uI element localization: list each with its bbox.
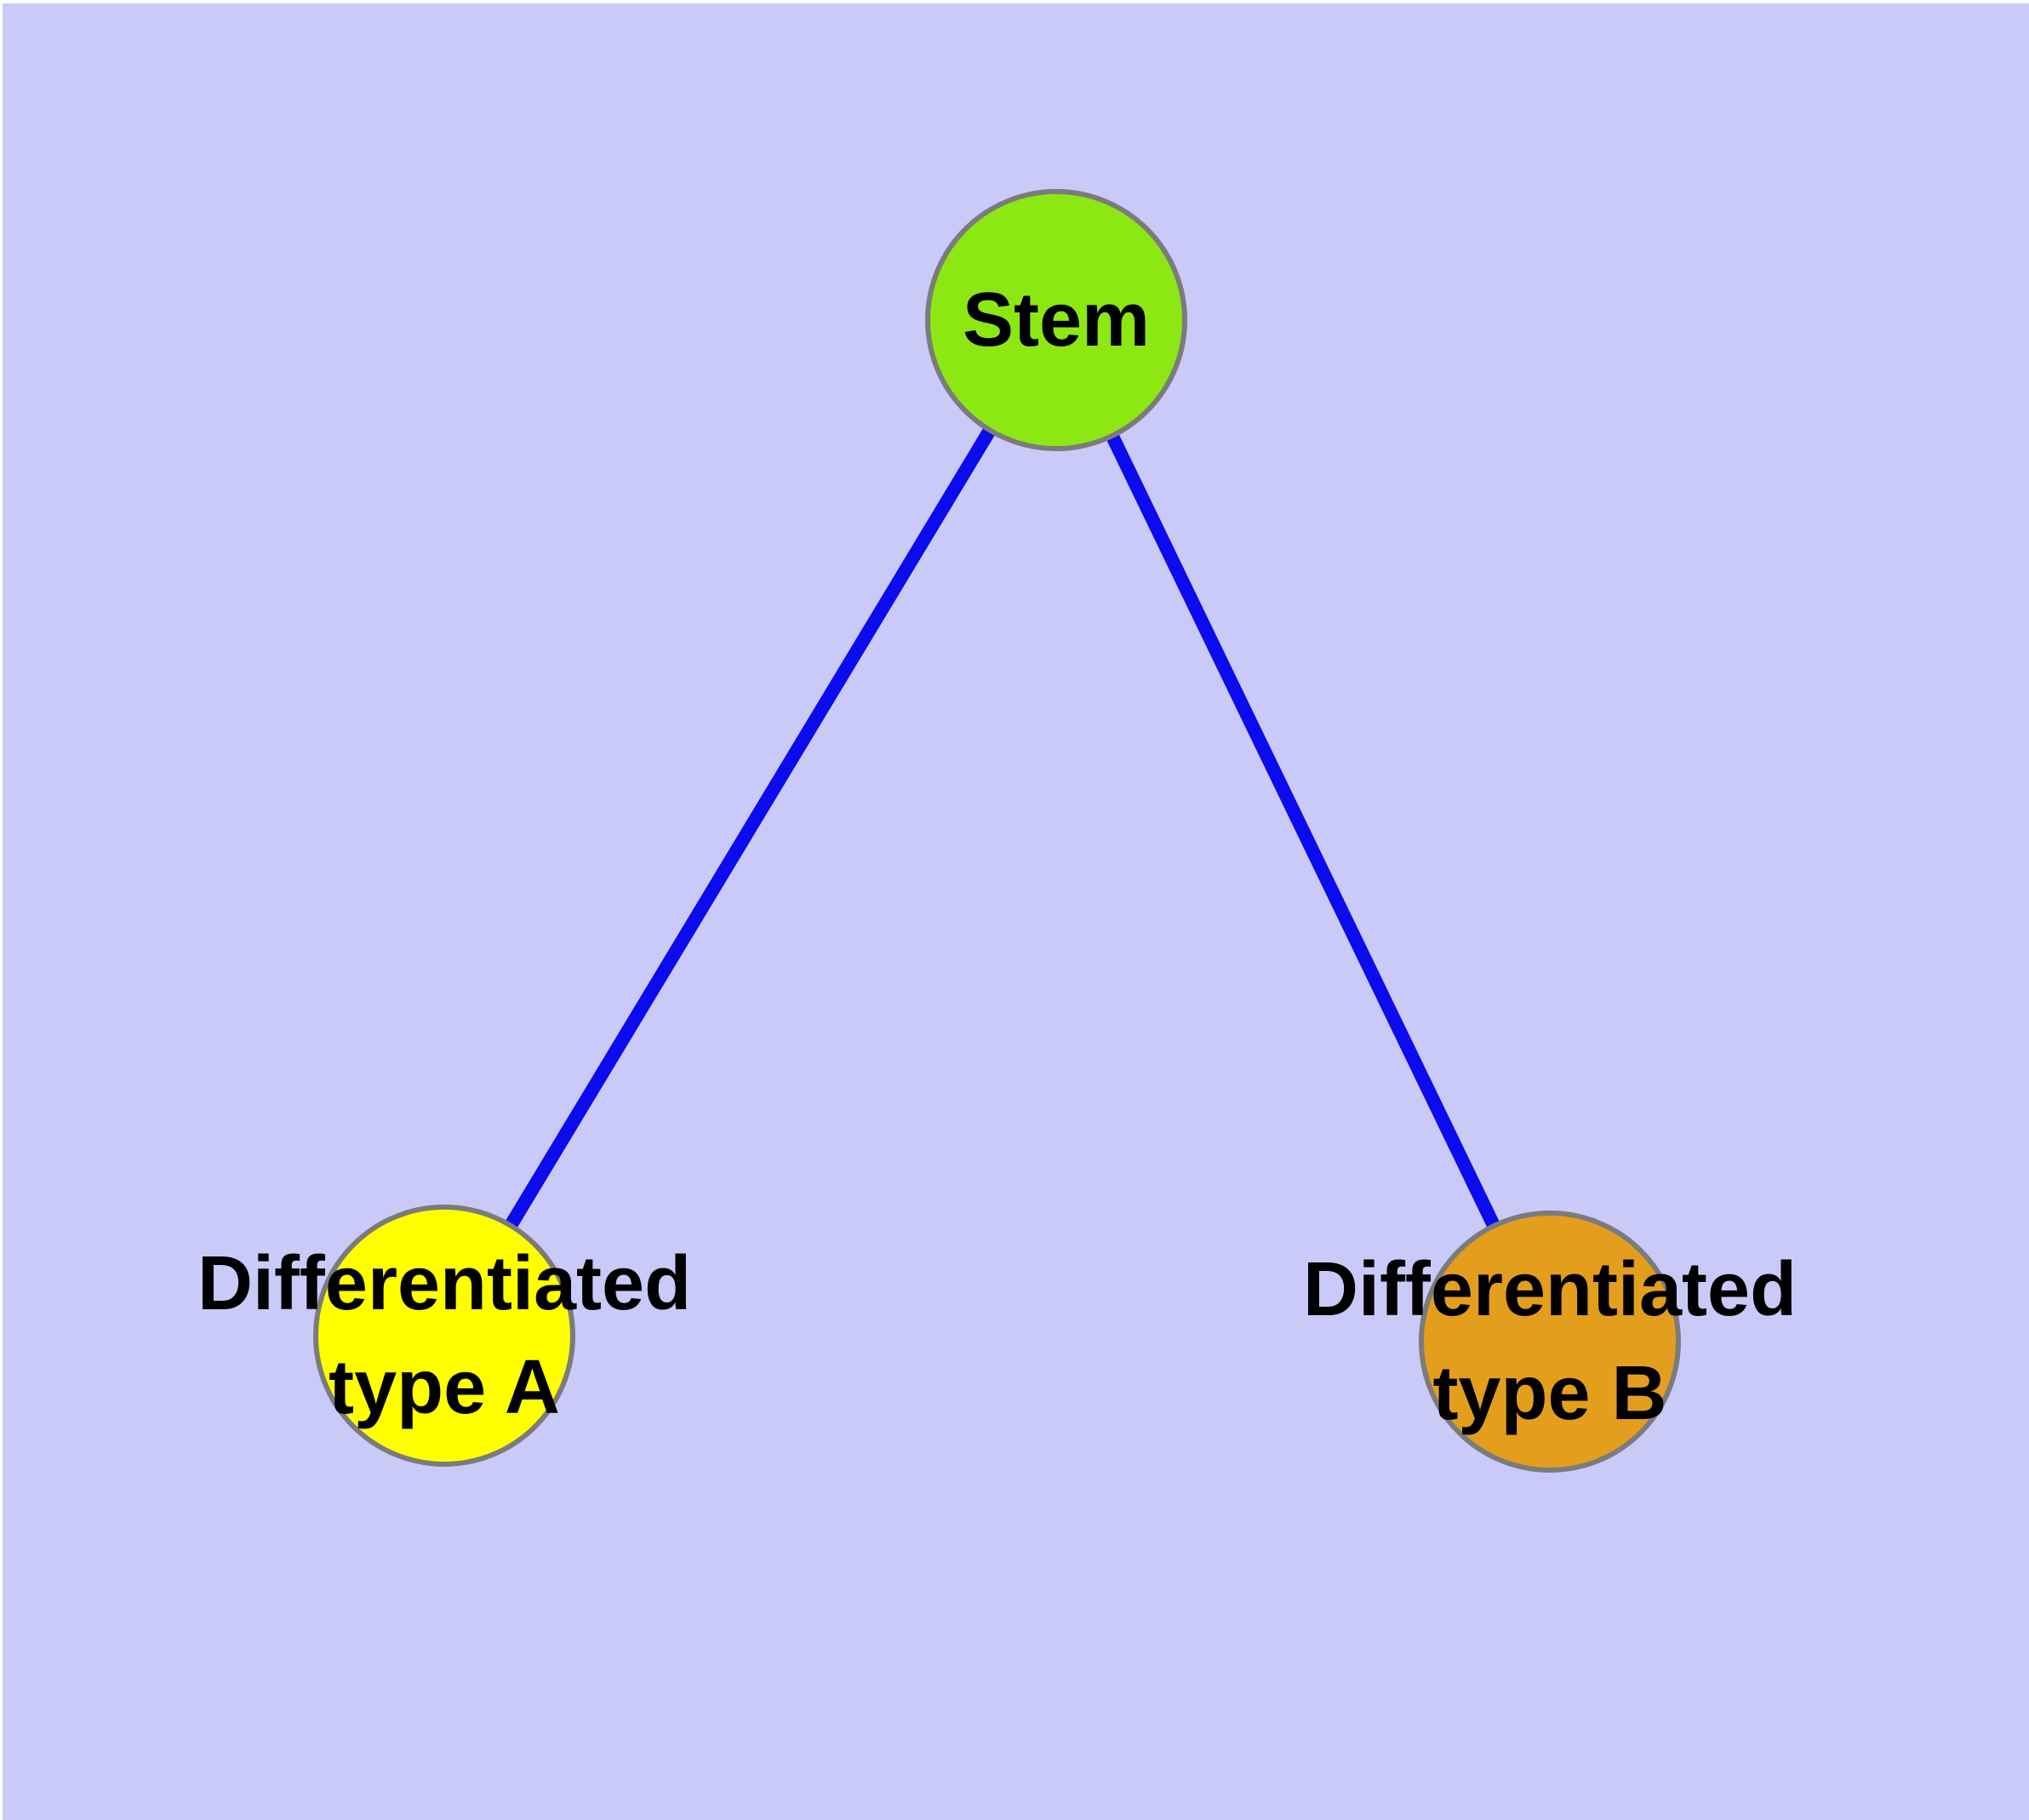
graph-canvas: Stem Differentiated type A Differentiate…: [3, 3, 2029, 1820]
node-differentiated-type-b[interactable]: [1419, 1210, 1681, 1473]
node-differentiated-type-a[interactable]: [313, 1205, 575, 1467]
edge-stem-to-type-a: [438, 316, 1062, 1340]
graph-svg: [313, 189, 1681, 1473]
edge-stem-to-type-b: [1049, 317, 1557, 1345]
node-stem[interactable]: [925, 189, 1187, 451]
